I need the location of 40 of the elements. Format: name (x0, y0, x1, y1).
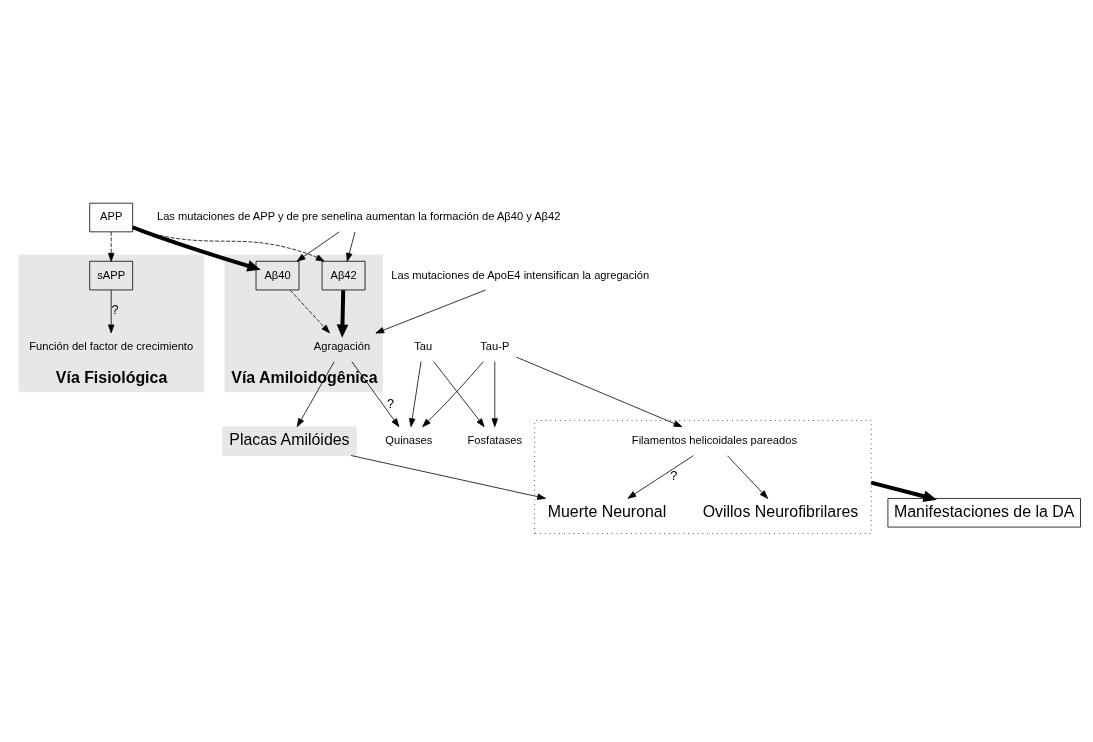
arrow (516, 356, 683, 427)
node-text: Las mutaciones de ApoE4 intensifican la agregación (391, 268, 650, 281)
arrow (131, 224, 261, 271)
arrow (433, 360, 485, 427)
node-text: Tau-P (480, 339, 510, 352)
node-box: Aβ42 (321, 260, 366, 290)
arrow (132, 227, 325, 262)
edge-label: ? (111, 301, 119, 317)
arrow (336, 289, 349, 338)
arrow (727, 454, 769, 499)
node-box: Manifestaciones de la DA (887, 497, 1081, 527)
node-text: Quinases (385, 433, 433, 446)
arrow (296, 230, 340, 262)
node-box: APP (89, 202, 134, 232)
node-text: Fosfatases (467, 433, 522, 446)
arrow (375, 289, 487, 333)
arrow (108, 231, 115, 262)
arrow (409, 360, 422, 427)
node-text: Filamentos helicoidales pareados (631, 433, 797, 446)
arrow (350, 454, 546, 500)
arrow (296, 360, 335, 427)
node-text: Las mutaciones de APP y de pre senelina aumentan la formación de Aβ40 y Aβ42 (156, 209, 561, 222)
node-text: Función del factor de crecimiento (29, 339, 194, 352)
arrow (346, 231, 356, 262)
edge-label: ? (386, 395, 395, 411)
arrow (627, 454, 694, 499)
node-text: Ovillos Neurofibrilares (702, 502, 859, 520)
node-text: Tau (414, 339, 433, 352)
node-box: sAPP (89, 260, 134, 290)
node-box: Placas Amilóides (222, 425, 357, 456)
node-box: Aβ40 (255, 260, 300, 290)
edge-label: ? (670, 467, 678, 483)
arrow (870, 480, 937, 502)
arrow (491, 360, 498, 427)
arrow (422, 360, 484, 427)
arrow (289, 289, 330, 333)
arrow (351, 360, 400, 427)
node-text: Muerte Neuronal (547, 502, 667, 520)
arrow (108, 289, 115, 333)
node-text: Agragación (313, 339, 371, 352)
